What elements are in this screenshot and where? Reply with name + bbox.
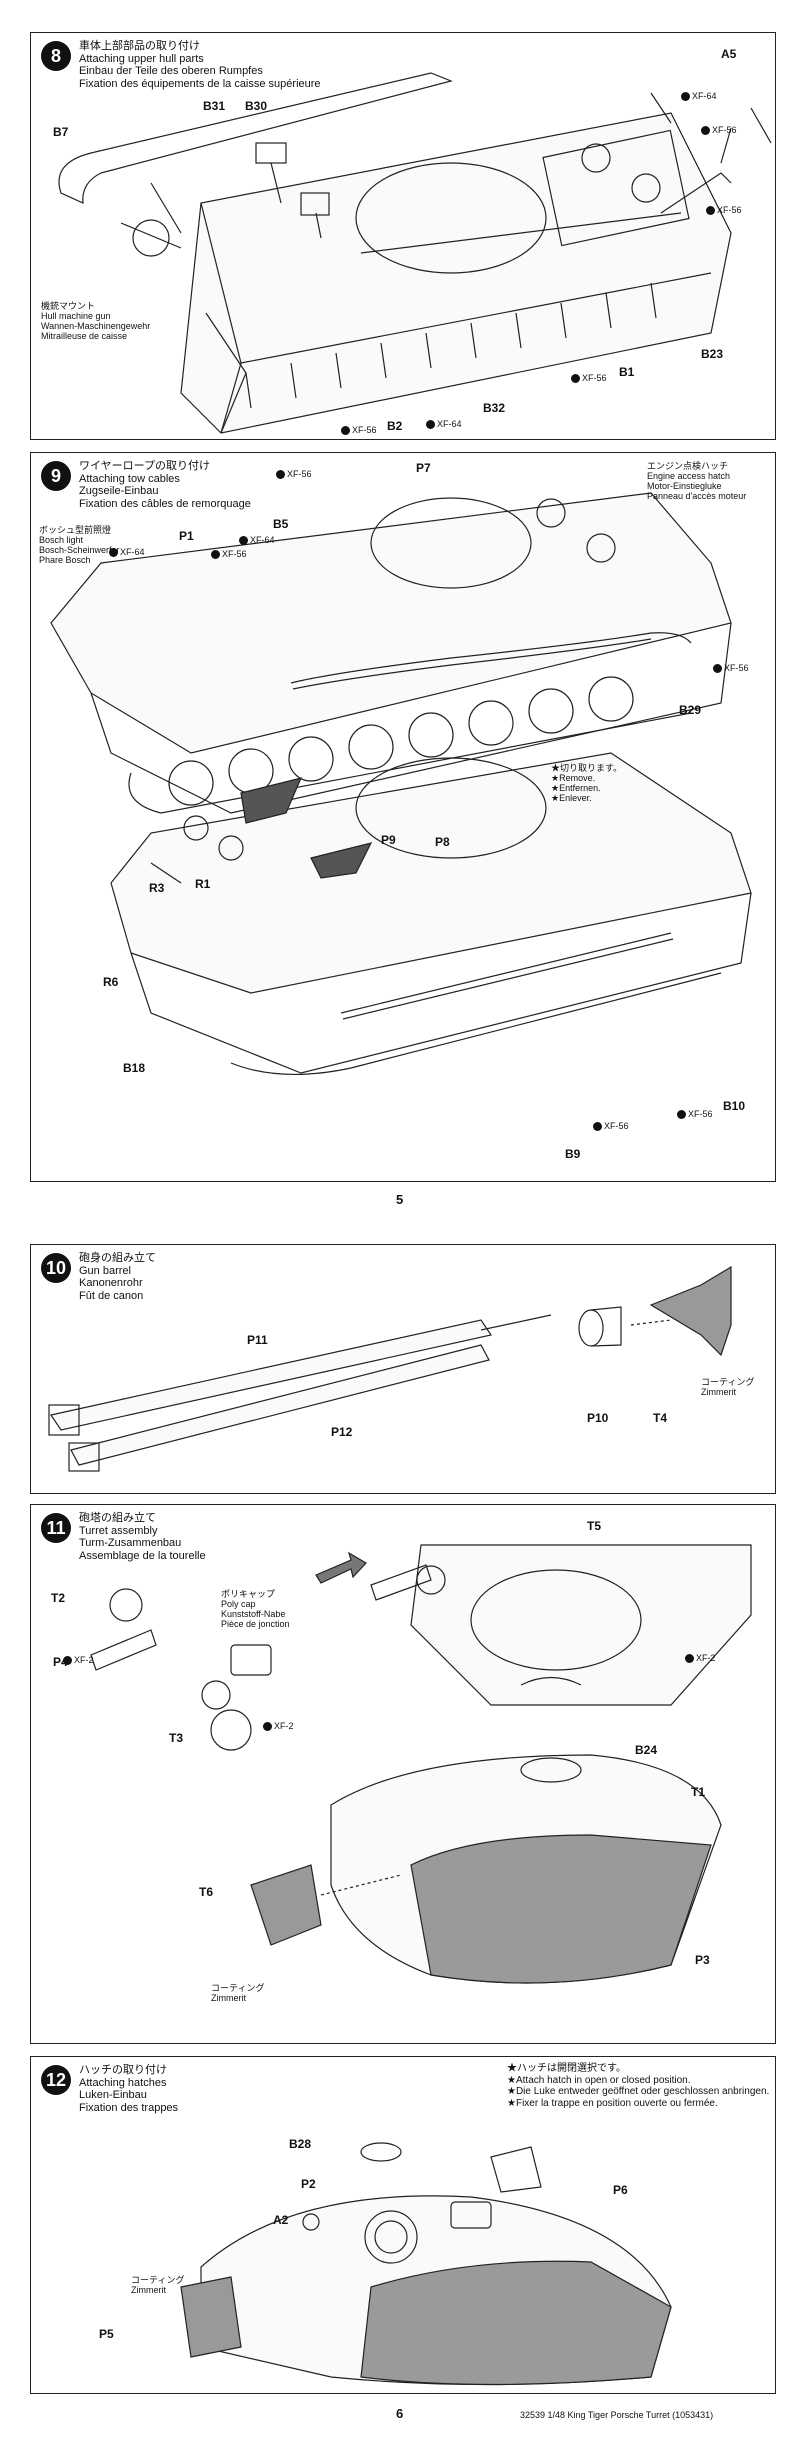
paint-xf56: XF-56 bbox=[677, 1109, 713, 1120]
tow-cable-illustration bbox=[50, 492, 752, 1076]
paint-xf56: XF-56 bbox=[713, 663, 749, 674]
part-b1: B1 bbox=[619, 365, 635, 379]
footer-text: 32539 1/48 King Tiger Porsche Turret (10… bbox=[520, 2410, 714, 2420]
remove-note: ★切り取ります。★Remove.★Entfernen.★Enlever. bbox=[551, 763, 623, 803]
part-p8: P8 bbox=[435, 835, 450, 849]
part-p7: P7 bbox=[416, 461, 431, 475]
part-b2: B2 bbox=[387, 419, 403, 433]
paint-xf64: XF-64 bbox=[681, 91, 717, 102]
step-9-panel: 9 ワイヤーロープの取り付け Attaching tow cables Zugs… bbox=[30, 452, 776, 1182]
part-r3: R3 bbox=[149, 881, 165, 895]
part-b28: B28 bbox=[289, 2137, 312, 2151]
step-title: 砲身の組み立て Gun barrel Kanonenrohr Fût de ca… bbox=[79, 1252, 156, 1302]
step-number: 9 bbox=[41, 461, 71, 491]
paint-xf56: XF-56 bbox=[593, 1121, 629, 1132]
part-t5: T5 bbox=[587, 1519, 602, 1533]
paint-xf64: XF-64 bbox=[109, 547, 145, 558]
part-p9: P9 bbox=[381, 833, 396, 847]
paint-xf56: XF-56 bbox=[276, 469, 312, 480]
part-p1: P1 bbox=[179, 529, 194, 543]
part-t2: T2 bbox=[51, 1591, 66, 1605]
part-b23: B23 bbox=[701, 347, 724, 361]
part-b18: B18 bbox=[123, 1061, 146, 1075]
part-t1: T1 bbox=[691, 1785, 706, 1799]
paint-xf56: XF-56 bbox=[706, 205, 742, 216]
part-b9: B9 bbox=[565, 1147, 581, 1161]
page-number: 5 bbox=[396, 1192, 404, 1207]
paint-xf56: XF-56 bbox=[211, 549, 247, 560]
part-b5: B5 bbox=[273, 517, 289, 531]
step-number: 8 bbox=[41, 41, 71, 71]
paint-xf56: XF-56 bbox=[571, 373, 607, 384]
paint-xf2: XF-2 bbox=[685, 1653, 716, 1664]
step-11-panel: 11 砲塔の組み立て Turret assembly Turm-Zusammen… bbox=[30, 1504, 776, 2044]
part-r6: R6 bbox=[103, 975, 119, 989]
part-a5: A5 bbox=[721, 47, 737, 61]
step-number: 11 bbox=[41, 1513, 71, 1543]
hatch-assembly-illustration bbox=[180, 2142, 672, 2386]
part-t3: T3 bbox=[169, 1731, 184, 1745]
paint-xf64: XF-64 bbox=[426, 419, 462, 430]
paint-xf2: XF-2 bbox=[263, 1721, 294, 1732]
part-p6: P6 bbox=[613, 2183, 628, 2197]
part-b31: B31 bbox=[203, 99, 226, 113]
part-b7: B7 bbox=[53, 125, 69, 139]
part-p2: P2 bbox=[301, 2177, 316, 2191]
paint-xf2: XF-2 bbox=[63, 1655, 94, 1666]
turret-assembly-illustration bbox=[90, 1544, 752, 1984]
part-p12: P12 bbox=[331, 1425, 353, 1439]
step-title: ワイヤーロープの取り付け Attaching tow cables Zugsei… bbox=[79, 460, 251, 510]
part-p10: P10 bbox=[587, 1411, 609, 1425]
part-b10: B10 bbox=[723, 1099, 746, 1113]
part-t6: T6 bbox=[199, 1885, 214, 1899]
part-p11: P11 bbox=[247, 1333, 268, 1347]
step-title: ハッチの取り付け Attaching hatches Luken-Einbau … bbox=[79, 2064, 179, 2114]
part-b32: B32 bbox=[483, 401, 506, 415]
part-r1: R1 bbox=[195, 877, 211, 891]
paint-xf64: XF-64 bbox=[239, 535, 275, 546]
upper-hull-illustration bbox=[58, 72, 772, 434]
part-b24: B24 bbox=[635, 1743, 658, 1757]
step-number: 10 bbox=[41, 1253, 71, 1283]
part-b30: B30 bbox=[245, 99, 268, 113]
step-number: 12 bbox=[41, 2065, 71, 2095]
part-b29: B29 bbox=[679, 703, 702, 717]
part-t4: T4 bbox=[653, 1411, 668, 1425]
part-p3: P3 bbox=[695, 1953, 710, 1967]
paint-xf56: XF-56 bbox=[341, 425, 377, 436]
step-12-panel: 12 ハッチの取り付け Attaching hatches Luken-Einb… bbox=[30, 2056, 776, 2394]
step-title: 砲塔の組み立て Turret assembly Turm-Zusammenbau… bbox=[79, 1512, 206, 1562]
hatch-position-note: ★ハッチは開閉選択です。★Attach hatch in open or clo… bbox=[507, 2063, 770, 2109]
paint-xf56: XF-56 bbox=[701, 125, 737, 136]
gun-barrel-illustration bbox=[48, 1265, 732, 1472]
part-a2: A2 bbox=[273, 2213, 289, 2227]
step-8-panel: 8 車体上部部品の取り付け Attaching upper hull parts… bbox=[30, 32, 776, 440]
page-number: 6 bbox=[396, 2406, 404, 2421]
step-10-panel: 10 砲身の組み立て Gun barrel Kanonenrohr Fût de… bbox=[30, 1244, 776, 1494]
step-title: 車体上部部品の取り付け Attaching upper hull parts E… bbox=[79, 40, 321, 90]
part-p5: P5 bbox=[99, 2327, 114, 2341]
